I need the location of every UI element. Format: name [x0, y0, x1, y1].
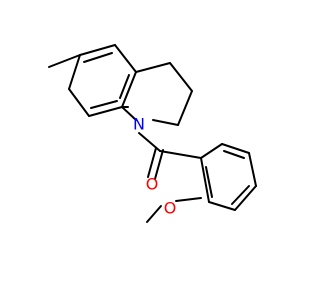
double-bond-inner — [223, 150, 245, 159]
ring-bond — [234, 185, 257, 211]
nitrogen-atom-label: N — [133, 115, 145, 134]
ring-bond — [208, 201, 236, 211]
ring-bond — [177, 90, 193, 126]
ring-bond — [88, 106, 123, 117]
ring-bond — [114, 44, 137, 73]
bond-lines — [48, 44, 257, 223]
ring-bond — [121, 71, 137, 108]
double-bond-inner — [83, 52, 113, 63]
ring-bond — [121, 106, 137, 121]
ring-bond — [221, 143, 250, 154]
ring-bond — [200, 157, 210, 203]
ring-bond — [152, 119, 179, 126]
ring-bond — [68, 88, 90, 117]
ring-bond — [200, 143, 223, 159]
double-bond-inner — [231, 185, 250, 205]
chemical-structure-diagram: N O O — [48, 44, 257, 223]
ether-oxygen-atom-label: O — [164, 199, 177, 218]
carbonyl-aryl-bond — [159, 150, 202, 159]
aryl-ether-bond — [175, 197, 202, 202]
double-bond-inner — [205, 166, 213, 198]
carbonyl-double-bond — [147, 147, 157, 178]
ring-bond — [68, 54, 81, 90]
ether-methyl-bond — [146, 205, 162, 223]
carbonyl-double-bond — [154, 149, 164, 180]
double-bond-inner — [119, 74, 130, 99]
carbonyl-oxygen-atom-label: O — [146, 175, 159, 194]
methyl-bond — [48, 54, 81, 68]
ring-bond — [169, 62, 193, 92]
ring-bond — [248, 152, 257, 187]
ring-bond — [79, 44, 116, 56]
double-bond-inner — [90, 100, 118, 109]
ring-bond — [135, 62, 171, 73]
